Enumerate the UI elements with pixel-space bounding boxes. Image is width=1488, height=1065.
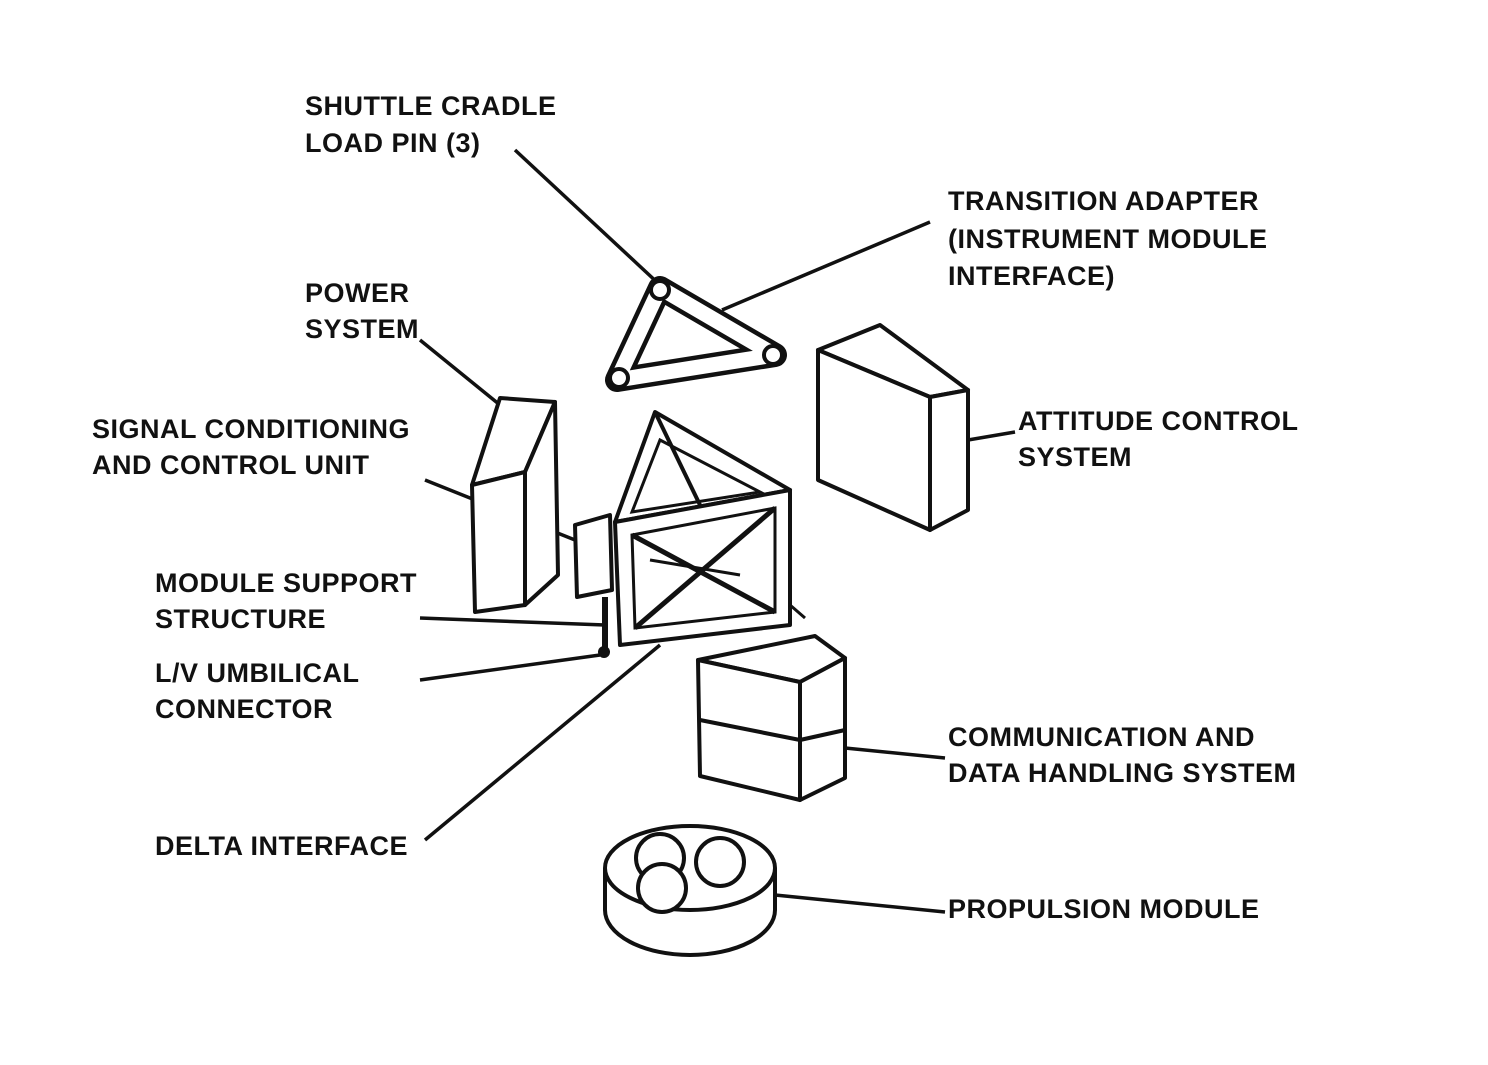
communication-box [696, 634, 847, 802]
label-propulsion: PROPULSION MODULE [948, 894, 1260, 924]
leader-attitude-control [967, 430, 1016, 442]
leader-communication [844, 746, 946, 760]
label-umbilical-2: CONNECTOR [155, 694, 333, 724]
label-communication-1: COMMUNICATION AND [948, 722, 1255, 752]
label-transition-adapter-2: (INSTRUMENT MODULE [948, 224, 1267, 254]
label-transition-adapter-1: TRANSITION ADAPTER [948, 186, 1259, 216]
label-signal-conditioning-2: AND CONTROL UNIT [92, 450, 370, 480]
leader-propulsion [774, 893, 946, 914]
signal-conditioning-unit-shape [573, 513, 614, 658]
label-power-system-1: POWER [305, 278, 410, 308]
label-transition-adapter-3: INTERFACE) [948, 261, 1115, 291]
label-power-system-2: SYSTEM [305, 314, 419, 344]
label-module-support-2: STRUCTURE [155, 604, 326, 634]
label-shuttle-cradle-2: LOAD PIN (3) [305, 128, 481, 158]
leader-power-system [418, 338, 502, 407]
shuttle-cradle-triangle [605, 276, 787, 392]
label-delta-interface: DELTA INTERFACE [155, 831, 408, 861]
labels: SHUTTLE CRADLE LOAD PIN (3) TRANSITION A… [92, 91, 1298, 924]
module-support-structure [613, 410, 806, 647]
label-shuttle-cradle-1: SHUTTLE CRADLE [305, 91, 557, 121]
label-communication-2: DATA HANDLING SYSTEM [948, 758, 1297, 788]
leader-transition-adapter [721, 220, 931, 312]
label-attitude-control-1: ATTITUDE CONTROL [1018, 406, 1298, 436]
power-system-shape [470, 396, 560, 614]
leader-umbilical [419, 653, 601, 682]
leader-shuttle-cradle [513, 148, 662, 287]
leader-module-support [419, 616, 606, 627]
attitude-control-box [816, 323, 970, 532]
label-module-support-1: MODULE SUPPORT [155, 568, 417, 598]
leader-delta-interface [423, 643, 662, 842]
label-signal-conditioning-1: SIGNAL CONDITIONING [92, 414, 410, 444]
leader-lines [418, 148, 1016, 914]
propulsion-module-shape [603, 824, 777, 957]
label-umbilical-1: L/V UMBILICAL [155, 658, 359, 688]
label-attitude-control-2: SYSTEM [1018, 442, 1132, 472]
